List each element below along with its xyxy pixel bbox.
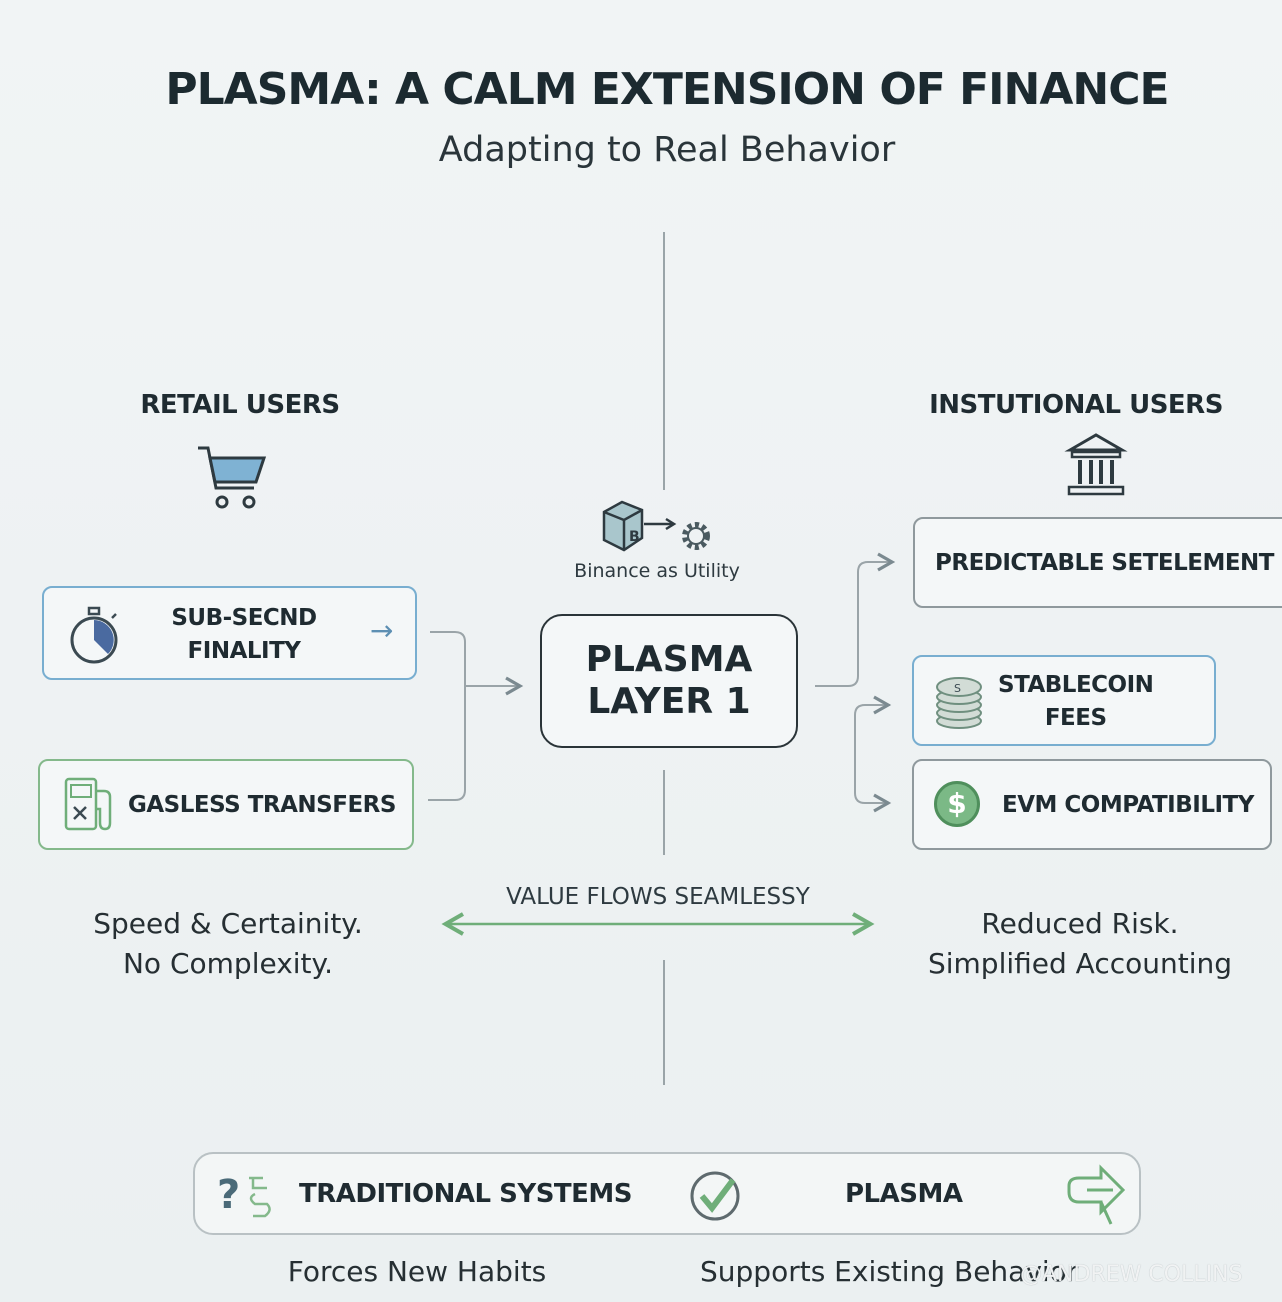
- binance-label: Binance as Utility: [574, 560, 740, 582]
- gasless-transfers-label: GASLESS TRANSFERS: [128, 792, 396, 818]
- traditional-systems-label: TRADITIONAL SYSTEMS: [299, 1179, 633, 1209]
- stablecoin-label-line1: STABLECOIN: [998, 672, 1154, 698]
- finality-label-line1: SUB-SECND: [171, 605, 317, 631]
- stopwatch-icon: [70, 606, 118, 664]
- finality-label-line2: FINALITY: [187, 638, 301, 664]
- arrow-right-icon: →: [370, 614, 394, 647]
- value-flow-label: VALUE FLOWS SEAMLESSY: [506, 884, 810, 910]
- question-maze-icon: ?: [217, 1172, 271, 1218]
- predictable-settlement-card: PREDICTABLE SETELEMENT: [913, 517, 1282, 608]
- retail-caption-line2: No Complexity.: [122, 947, 334, 980]
- binance-cube-to-gear-icon: B: [602, 500, 710, 552]
- svg-text:?: ?: [217, 1172, 240, 1218]
- checkmark-icon: [690, 1171, 740, 1221]
- plasma-label: PLASMA: [845, 1179, 963, 1209]
- retail-caption-line1: Speed & Certainity.: [93, 907, 363, 940]
- plasma-caption: Supports Existing Behavior: [700, 1255, 1079, 1288]
- retail-heading: RETAIL USERS: [140, 390, 340, 420]
- fuel-pump-icon: [64, 777, 112, 831]
- evm-compatibility-label: EVM COMPATIBILITY: [1002, 792, 1254, 818]
- traditional-caption: Forces New Habits: [287, 1255, 547, 1288]
- bank-icon: [1064, 433, 1128, 496]
- sub-second-finality-card: SUB-SECND FINALITY →: [42, 586, 417, 680]
- watermark: @ANDREW COLLINS: [1020, 1262, 1243, 1287]
- page-subtitle: Adapting to Real Behavior: [438, 130, 896, 170]
- coin-stack-icon: S: [936, 677, 982, 729]
- loop-arrow-icon: [1067, 1164, 1126, 1225]
- institutional-heading: INSTUTIONAL USERS: [929, 390, 1223, 420]
- institutional-caption-line1: Reduced Risk.: [981, 907, 1179, 940]
- gasless-transfers-card: GASLESS TRANSFERS: [38, 759, 414, 850]
- center-line2: LAYER 1: [587, 681, 751, 722]
- shopping-cart-icon: [198, 446, 267, 509]
- center-line1: PLASMA: [585, 639, 753, 680]
- predictable-settlement-label: PREDICTABLE SETELEMENT: [935, 550, 1275, 576]
- binance-letter: B: [629, 529, 640, 545]
- stablecoin-fees-card: S STABLECOIN FEES: [912, 655, 1216, 746]
- evm-compatibility-card: $ EVM COMPATIBILITY: [912, 759, 1272, 850]
- svg-text:S: S: [954, 682, 961, 695]
- stablecoin-label-line2: FEES: [1044, 705, 1107, 731]
- page-title: PLASMA: A CALM EXTENSION OF FINANCE: [165, 64, 1169, 115]
- dollar-coin-icon: $: [934, 781, 980, 827]
- institutional-caption-line2: Simplified Accounting: [927, 947, 1233, 980]
- comparison-bar: ? TRADITIONAL SYSTEMS PLASMA: [193, 1152, 1141, 1235]
